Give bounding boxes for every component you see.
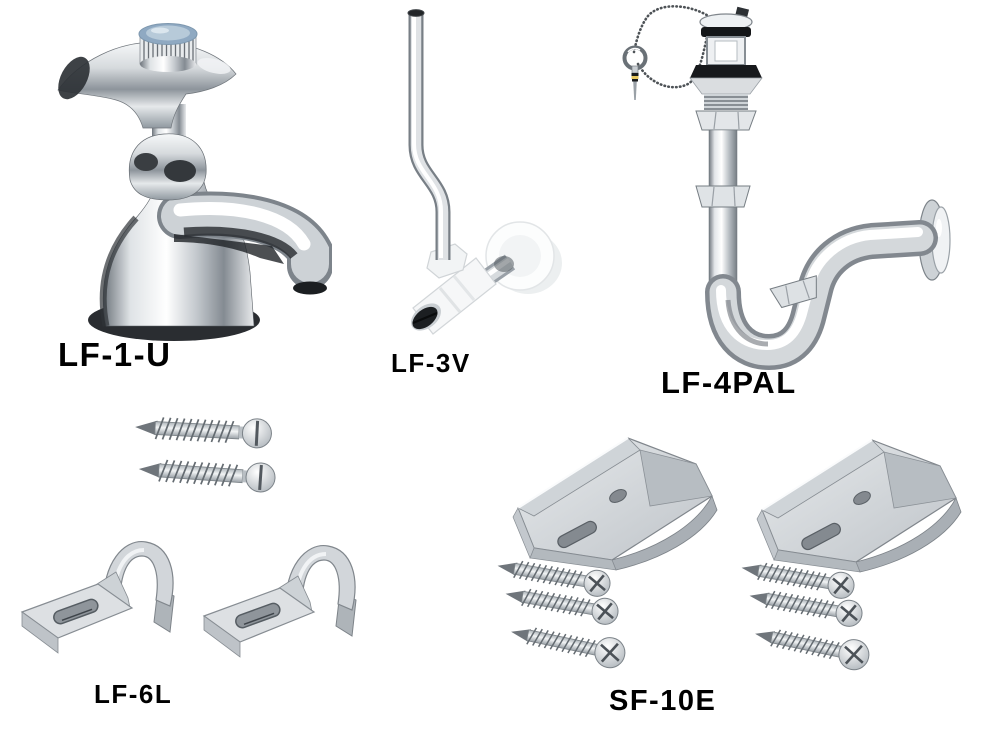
- stop-valve-body: [410, 243, 497, 335]
- tapping-screw: [741, 562, 855, 599]
- faucet-spout: [157, 191, 332, 295]
- tapping-screw: [749, 590, 863, 627]
- bracket-hole: [609, 489, 627, 503]
- supply-pipe: [407, 9, 451, 260]
- p-trap-popup-drain-illustration: [622, 5, 951, 371]
- trap-tube: [705, 220, 938, 371]
- tapping-screw: [755, 629, 870, 671]
- product-figure-lf-6l: [12, 396, 382, 686]
- tapping-screw: [135, 417, 272, 449]
- product-label-lf-6l: LF-6L: [94, 679, 173, 709]
- product-label-lf-1-u: LF-1-U: [58, 336, 172, 373]
- popup-chain: [632, 5, 712, 89]
- product-label-lf-3v: LF-3V: [391, 348, 471, 378]
- chain-ring-pin: [622, 45, 648, 100]
- slip-nut-elbow: [769, 275, 817, 309]
- tapping-screw: [497, 560, 611, 597]
- wave-bracket: [20, 541, 175, 654]
- supply-pipe-stop-valve-illustration: [407, 9, 562, 335]
- product-label-lf-4pal: LF-4PAL: [661, 365, 797, 400]
- product-figure-sf-10e: [492, 412, 982, 712]
- set-screw-right: [164, 160, 196, 182]
- product-figure-lf-1-u: [22, 4, 332, 344]
- bracket-hole: [853, 491, 871, 505]
- set-screw-left: [134, 153, 158, 171]
- bracket-slot: [801, 522, 841, 551]
- tapping-screw: [505, 588, 619, 625]
- tailpiece: [695, 110, 757, 296]
- wedge-bracket: [756, 439, 962, 573]
- wave-bracket: [202, 545, 357, 658]
- bracket-slot: [557, 520, 597, 549]
- product-figure-lf-4pal: [598, 0, 990, 372]
- bracket-slot: [235, 602, 281, 629]
- bracket-slot: [53, 598, 99, 625]
- product-figure-lf-3v: [388, 0, 568, 345]
- popup-drain-plug: [689, 6, 763, 110]
- product-label-sf-10e: SF-10E: [609, 685, 717, 717]
- wedge-bracket: [512, 437, 718, 571]
- tapping-screw: [138, 459, 276, 493]
- faucet-illustration: [57, 23, 332, 341]
- faucet-cap: [138, 23, 198, 72]
- slip-nut-mid: [695, 185, 751, 208]
- wave-brackets-with-screws-illustration: [20, 417, 357, 658]
- wedge-brackets-with-screws-illustration: [497, 437, 962, 671]
- tapping-screw: [511, 627, 626, 669]
